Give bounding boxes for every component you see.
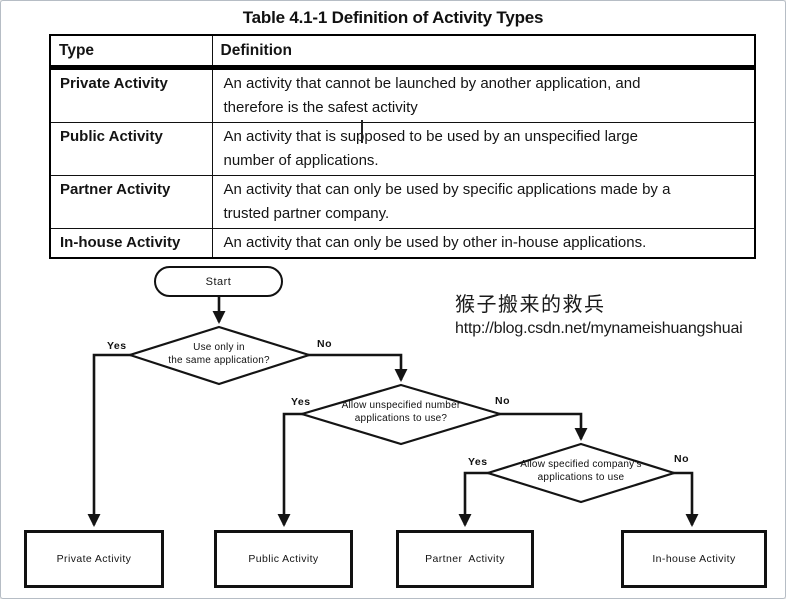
terminal-public-activity: Public Activity [214,530,353,588]
terminal-partner-activity: Partner Activity [396,530,534,588]
definition-line: therefore is the safest activity [223,99,418,116]
connector-d1-yes [87,353,132,527]
start-label: Start [205,275,232,288]
table-row: Partner Activity An activity that can on… [49,175,756,229]
type-cell: Private Activity [49,67,213,123]
decision-2-label: Allow unspecified number applications to… [306,399,496,425]
branch-label-no: No [495,395,510,407]
decision-line: Allow unspecified number [341,400,461,411]
decision-diamond-1 [126,325,313,386]
type-cell: Public Activity [49,122,213,176]
definition-line: number of applications. [223,152,379,169]
branch-label-yes: Yes [468,456,488,468]
branch-label-yes: Yes [291,396,311,408]
decision-line: the same application? [168,355,270,366]
definition-line: An activity that cannot be launched by a… [223,75,641,92]
decision-line: applications to use? [354,413,448,424]
type-cell: Partner Activity [49,175,213,229]
start-node: Start [154,266,283,297]
branch-label-no: No [674,453,689,465]
decision-1-label: Use only in the same application? [124,341,314,367]
table-header-row: Type Definition [49,34,756,70]
definition-line: An activity that can only be used by oth… [223,234,647,251]
watermark-cn-text: 猴子搬来的救兵 [455,294,606,316]
watermark: 猴子搬来的救兵 http://blog.csdn.net/mynameishua… [455,292,743,340]
column-header-definition: Definition [211,34,756,70]
type-cell: In-house Activity [49,228,213,259]
terminal-inhouse-activity: In-house Activity [621,530,767,588]
definition-line: trusted partner company. [223,205,390,222]
definition-cell: An activity that is supposed to be used … [211,122,756,176]
branch-label-yes: Yes [107,340,127,352]
table-title: Table 4.1-1 Definition of Activity Types [242,8,544,27]
decision-diamond-3 [484,442,678,504]
definition-cell: An activity that can only be used by oth… [211,228,756,259]
decision-line: applications to use [537,472,625,483]
decision-line: Allow specified company’s [520,459,642,470]
decision-diamond-2 [298,383,504,446]
connector-d2-no [498,412,588,441]
column-header-type: Type [49,34,213,70]
connector-d1-no [308,353,408,382]
branch-label-no: No [317,338,332,350]
table-row: Public Activity An activity that is supp… [49,122,756,176]
terminal-private-activity: Private Activity [24,530,164,588]
decision-3-label: Allow specified company’s applications t… [486,458,676,484]
connector-d2-yes [277,412,304,527]
definition-line: An activity that can only be used by spe… [223,181,671,198]
definition-line: An activity that is supposed to be used … [223,128,638,145]
watermark-url: http://blog.csdn.net/mynameishuangshuai [455,320,743,337]
connector-d3-yes [458,471,490,527]
definition-cell: An activity that can only be used by spe… [211,175,756,229]
table-row: In-house Activity An activity that can o… [49,228,756,259]
decision-line: Use only in [193,342,245,353]
activity-types-table: Type Definition Private Activity An acti… [49,34,756,259]
connector-d3-no [672,471,699,527]
text-cursor [361,120,363,143]
